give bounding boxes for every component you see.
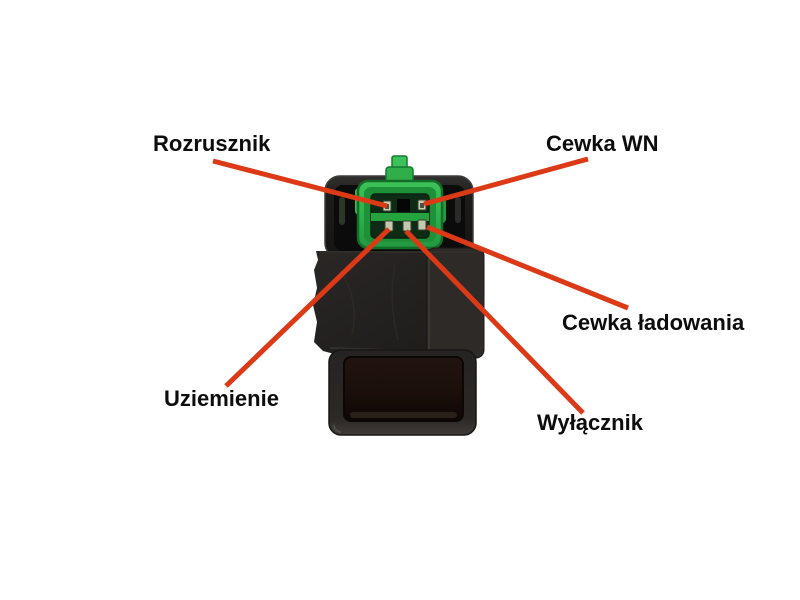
connector: [355, 155, 446, 250]
annotation-line-wylacznik: [404, 229, 585, 415]
housing-bottom: [328, 349, 477, 436]
annotation-line-uziemienie: [224, 227, 391, 388]
annotation-line-cewka-ladowania: [426, 224, 629, 311]
housing-bottom-opening: [343, 356, 464, 422]
housing-recess-slot-left: [339, 197, 345, 225]
pin-detail: [385, 204, 389, 209]
annotation-lines: [212, 156, 629, 415]
connector-key-block: [397, 199, 410, 212]
label-cewka-ladowania: Cewka ładowania: [562, 310, 745, 335]
label-uziemienie: Uziemienie: [164, 386, 279, 411]
annotation-line-rozrusznik: [212, 158, 388, 209]
connector-divider: [371, 213, 429, 221]
label-wylacznik: Wyłącznik: [537, 410, 643, 435]
pin-cewka-ladowania: [417, 219, 427, 231]
pin-detail: [420, 203, 424, 208]
wrap-crease-2: [391, 264, 399, 341]
rubber-wrap: [313, 247, 485, 359]
label-cewka-wn: Cewka WN: [546, 131, 659, 156]
annotation-line-cewka-wn: [423, 156, 589, 207]
box-corner-highlight: [333, 424, 342, 433]
housing-recess-slot-right: [455, 197, 461, 223]
pin-wylacznik: [402, 220, 412, 232]
label-rozrusznik: Rozrusznik: [153, 131, 271, 156]
opening-bottom-lip: [350, 412, 457, 418]
